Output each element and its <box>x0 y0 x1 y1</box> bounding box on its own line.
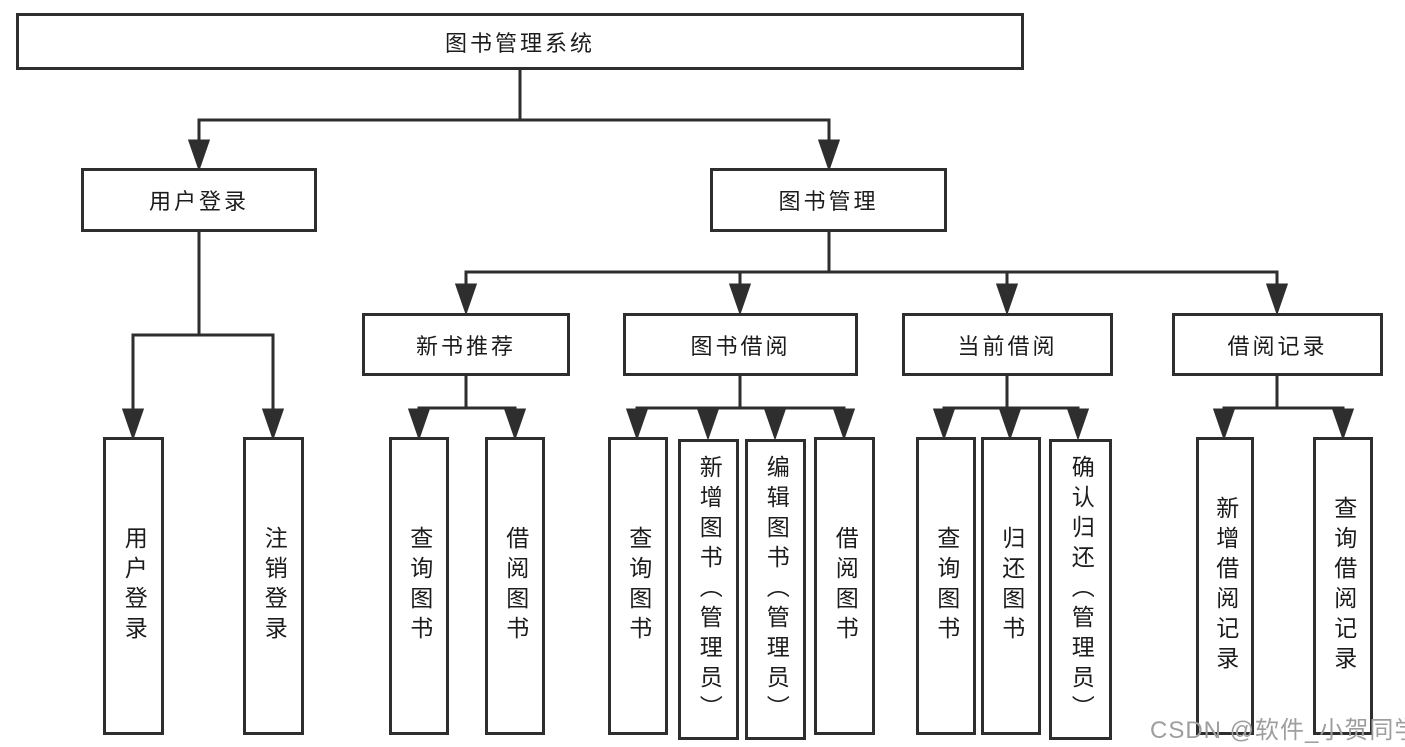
node-book-system-root: 图书管理系统 <box>16 13 1024 70</box>
leaf-query-books-borrow-label: 查询图书 <box>625 526 652 646</box>
node-borrow-records: 借阅记录 <box>1172 313 1383 376</box>
leaf-borrow-books-recommend-label: 借阅图书 <box>502 526 529 646</box>
leaf-query-books-borrow: 查询图书 <box>608 437 668 735</box>
node-book-borrow-label: 图书借阅 <box>690 333 791 359</box>
leaf-return-book-label: 归还图书 <box>998 526 1025 646</box>
node-book-management: 图书管理 <box>710 168 947 232</box>
leaf-confirm-return-admin: 确认归还（管理员） <box>1049 439 1112 740</box>
leaf-user-login: 用户登录 <box>103 437 164 735</box>
leaf-edit-book-admin-label: 编辑图书（管理员） <box>763 454 790 725</box>
node-book-system-root-label: 图书管理系统 <box>444 30 595 56</box>
leaf-query-books-current-label: 查询图书 <box>933 526 960 646</box>
leaf-user-login-label: 用户登录 <box>121 526 148 646</box>
node-user-login-label: 用户登录 <box>148 189 249 214</box>
leaf-add-book-admin-label: 新增图书（管理员） <box>696 454 723 725</box>
leaf-return-book: 归还图书 <box>981 437 1041 735</box>
leaf-borrow-books-label: 借阅图书 <box>832 526 859 646</box>
node-new-book-recommend: 新书推荐 <box>362 313 570 376</box>
leaf-query-books-current: 查询图书 <box>916 437 976 735</box>
leaf-borrow-books: 借阅图书 <box>814 437 875 735</box>
node-current-borrow-label: 当前借阅 <box>957 333 1058 359</box>
node-book-management-label: 图书管理 <box>778 189 879 214</box>
leaf-query-borrow-record-label: 查询借阅记录 <box>1330 496 1357 676</box>
leaf-add-book-admin: 新增图书（管理员） <box>678 439 739 740</box>
leaf-query-books-recommend-label: 查询图书 <box>406 526 433 646</box>
leaf-edit-book-admin: 编辑图书（管理员） <box>745 439 806 740</box>
node-current-borrow: 当前借阅 <box>902 313 1113 376</box>
leaf-add-borrow-record: 新增借阅记录 <box>1196 437 1254 735</box>
node-user-login: 用户登录 <box>81 168 317 232</box>
leaf-logout: 注销登录 <box>243 437 304 735</box>
leaf-confirm-return-admin-label: 确认归还（管理员） <box>1068 454 1095 725</box>
leaf-logout-label: 注销登录 <box>261 526 288 646</box>
csdn-watermark: CSDN @软件_小贺同学 <box>1150 717 1405 744</box>
leaf-borrow-books-recommend: 借阅图书 <box>485 437 545 735</box>
node-book-borrow: 图书借阅 <box>623 313 858 376</box>
node-new-book-recommend-label: 新书推荐 <box>415 333 516 359</box>
leaf-query-borrow-record: 查询借阅记录 <box>1313 437 1373 735</box>
leaf-query-books-recommend: 查询图书 <box>389 437 449 735</box>
node-borrow-records-label: 借阅记录 <box>1227 333 1328 359</box>
leaf-add-borrow-record-label: 新增借阅记录 <box>1212 496 1239 676</box>
